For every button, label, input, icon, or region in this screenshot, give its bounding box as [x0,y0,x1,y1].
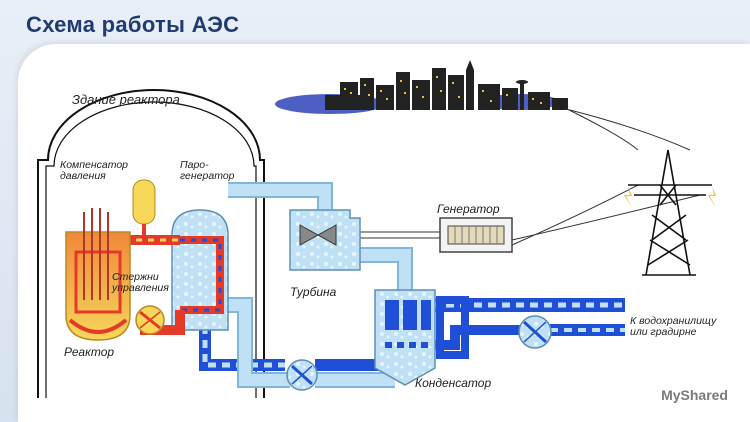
slide-title: Схема работы АЭС [26,12,240,37]
feedwater-pump [286,359,318,391]
label-reactor: Реактор [64,345,115,359]
transmission-tower [628,149,712,276]
watermark: MyShared [661,387,728,403]
label-turbine: Турбина [290,285,337,299]
steam-pipes [228,182,413,388]
cooling-water-pump [518,315,552,349]
condenser [374,289,436,386]
label-control-rods: Стержни управления [112,271,169,294]
label-steam-generator: Паро- генератор [180,159,235,182]
reactor-vessel [65,208,131,341]
primary-pump [135,305,165,335]
reactor-building [37,89,265,398]
pressure-compensator [132,179,156,244]
label-reactor-building: Здание реактора [72,92,180,107]
city-skyline [275,60,568,114]
insulator-sparks [624,186,716,208]
turbine [289,209,361,271]
label-condenser: Конденсатор [415,376,492,390]
label-to-reservoir: К водохранилищу или градирне [630,315,717,338]
power-lines [511,107,701,246]
label-pressure-compensator: Компенсатор давления [60,159,129,182]
label-generator: Генератор [437,202,500,216]
generator [439,217,513,253]
turbine-shaft [349,231,453,239]
steam-generator [171,209,229,331]
